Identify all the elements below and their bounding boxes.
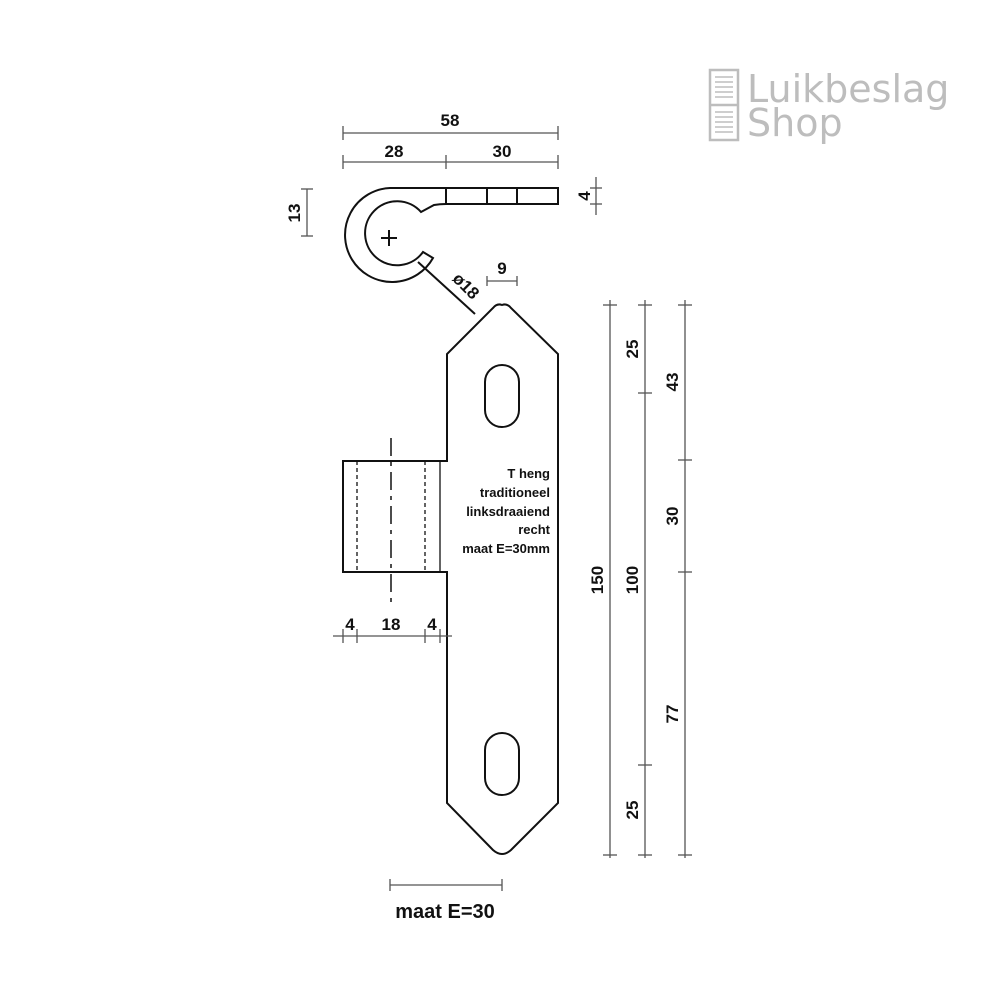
note-line: linksdraaiend — [466, 504, 550, 519]
logo-line2: Shop — [747, 101, 843, 145]
top-view-dimensions: 58 28 30 13 4 9 ø18 — [285, 111, 602, 315]
top-view-part — [344, 187, 559, 283]
dim-100: 100 — [623, 566, 642, 594]
bottom-slot-hole — [484, 732, 520, 796]
dim-58: 58 — [441, 111, 460, 130]
note-line: T heng — [507, 466, 550, 481]
dim-28: 28 — [385, 142, 404, 161]
dim-18: 18 — [382, 615, 401, 634]
dim-4-left: 4 — [345, 615, 355, 634]
dim-25-bottom: 25 — [623, 801, 642, 820]
dim-43: 43 — [663, 373, 682, 392]
length-dimensions: 150 25 100 25 43 30 77 — [588, 300, 692, 858]
top-slot-hole — [484, 364, 520, 428]
dim-4-right: 4 — [427, 615, 437, 634]
logo: Luikbeslag Shop — [708, 67, 949, 145]
dim-150: 150 — [588, 566, 607, 594]
knuckle-dimensions: 4 18 4 — [333, 615, 452, 643]
dim-25-top: 25 — [623, 340, 642, 359]
shutter-icon — [708, 68, 740, 142]
maat-e-dimension: maat E=30 — [389, 879, 503, 923]
note-line: traditioneel — [480, 485, 550, 500]
product-note: T heng traditioneel linksdraaiend recht … — [462, 466, 550, 556]
dim-13: 13 — [285, 204, 304, 223]
dim-77: 77 — [663, 705, 682, 724]
dim-diameter-18: ø18 — [449, 269, 483, 303]
maat-e-label: maat E=30 — [395, 901, 495, 923]
note-line: recht — [518, 522, 550, 537]
dim-4-thickness: 4 — [575, 191, 594, 201]
note-line: maat E=30mm — [462, 541, 550, 556]
dim-30: 30 — [493, 142, 512, 161]
logo-line1: Luikbeslag — [747, 67, 949, 111]
front-view-plate — [342, 303, 559, 855]
dim-9: 9 — [497, 259, 506, 278]
dim-30-knuckle: 30 — [663, 507, 682, 526]
